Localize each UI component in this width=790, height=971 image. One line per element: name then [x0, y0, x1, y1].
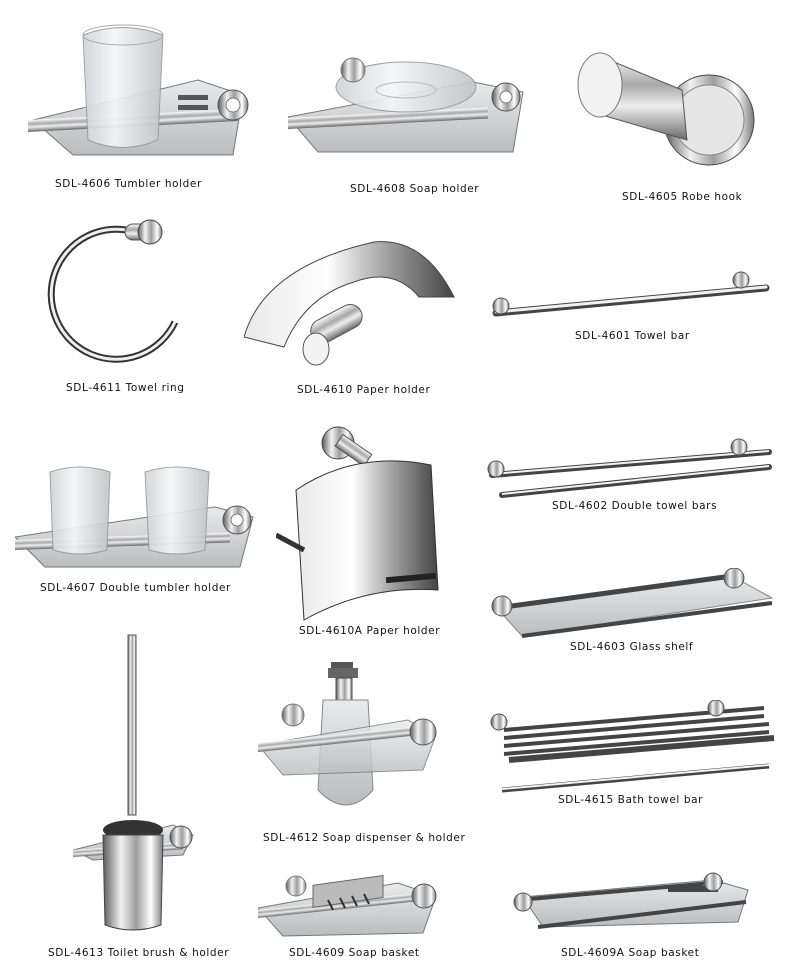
caption: SDL-4605 Robe hook: [622, 191, 743, 203]
glass-shelf-image: [491, 568, 774, 638]
soap-holder-image: [288, 57, 524, 153]
caption: SDL-4610 Paper holder: [297, 384, 431, 396]
soap-dispenser-image: [258, 662, 437, 806]
paper-holder-image: [244, 241, 455, 366]
soap-basket-image: [258, 874, 437, 937]
tumbler-holder-image: [28, 24, 249, 156]
paper-holder-a-image: [276, 426, 439, 621]
double-towel-bars-image: [487, 438, 772, 498]
toilet-brush-holder-image: [73, 634, 194, 931]
caption: SDL-4608 Soap holder: [350, 183, 480, 195]
caption: SDL-4612 Soap dispenser & holder: [263, 832, 466, 844]
caption: SDL-4610A Paper holder: [299, 625, 441, 637]
caption: SDL-4609A Soap basket: [561, 947, 700, 959]
caption: SDL-4603 Glass shelf: [570, 641, 694, 653]
double-tumbler-holder-image: [15, 466, 254, 568]
robe-hook-image: [577, 52, 755, 166]
caption: SDL-4615 Bath towel bar: [558, 794, 704, 806]
caption: SDL-4611 Towel ring: [66, 382, 185, 394]
caption: SDL-4607 Double tumbler holder: [40, 582, 231, 594]
caption: SDL-4601 Towel bar: [575, 330, 690, 342]
caption: SDL-4609 Soap basket: [289, 947, 420, 959]
bath-towel-bar-image: [490, 700, 775, 793]
soap-basket-a-image: [513, 872, 749, 929]
caption: SDL-4613 Toilet brush & holder: [48, 947, 230, 959]
caption: SDL-4602 Double towel bars: [552, 500, 718, 512]
towel-bar-image: [492, 271, 770, 317]
towel-ring-image: [47, 219, 179, 363]
caption: SDL-4606 Tumbler holder: [55, 178, 202, 190]
